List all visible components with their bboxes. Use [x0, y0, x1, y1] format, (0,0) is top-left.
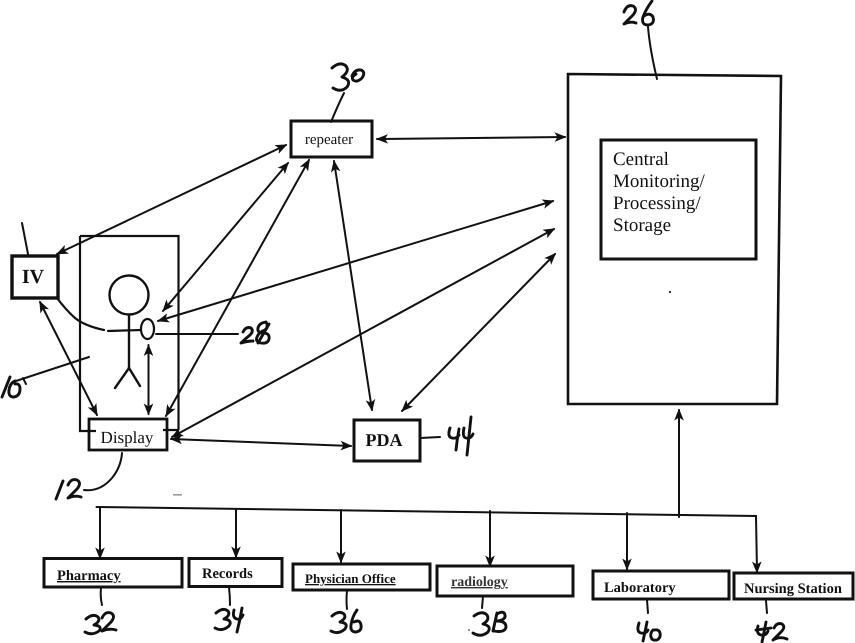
svg-text:Physician Office: Physician Office — [305, 571, 396, 586]
svg-text:Display: Display — [101, 428, 154, 447]
svg-text:repeater: repeater — [305, 132, 353, 148]
svg-text:Monitoring/: Monitoring/ — [613, 171, 706, 192]
svg-text:Nursing Station: Nursing Station — [744, 581, 842, 597]
svg-text:Laboratory: Laboratory — [604, 580, 676, 596]
svg-text:Pharmacy: Pharmacy — [57, 568, 121, 584]
svg-text:IV: IV — [22, 266, 45, 288]
svg-text:Central: Central — [613, 149, 669, 170]
svg-text:PDA: PDA — [366, 430, 403, 450]
svg-text:radiology: radiology — [451, 575, 508, 590]
svg-text:Processing/: Processing/ — [613, 193, 701, 214]
svg-text:Storage: Storage — [613, 215, 671, 236]
svg-text:Records: Records — [202, 566, 253, 582]
